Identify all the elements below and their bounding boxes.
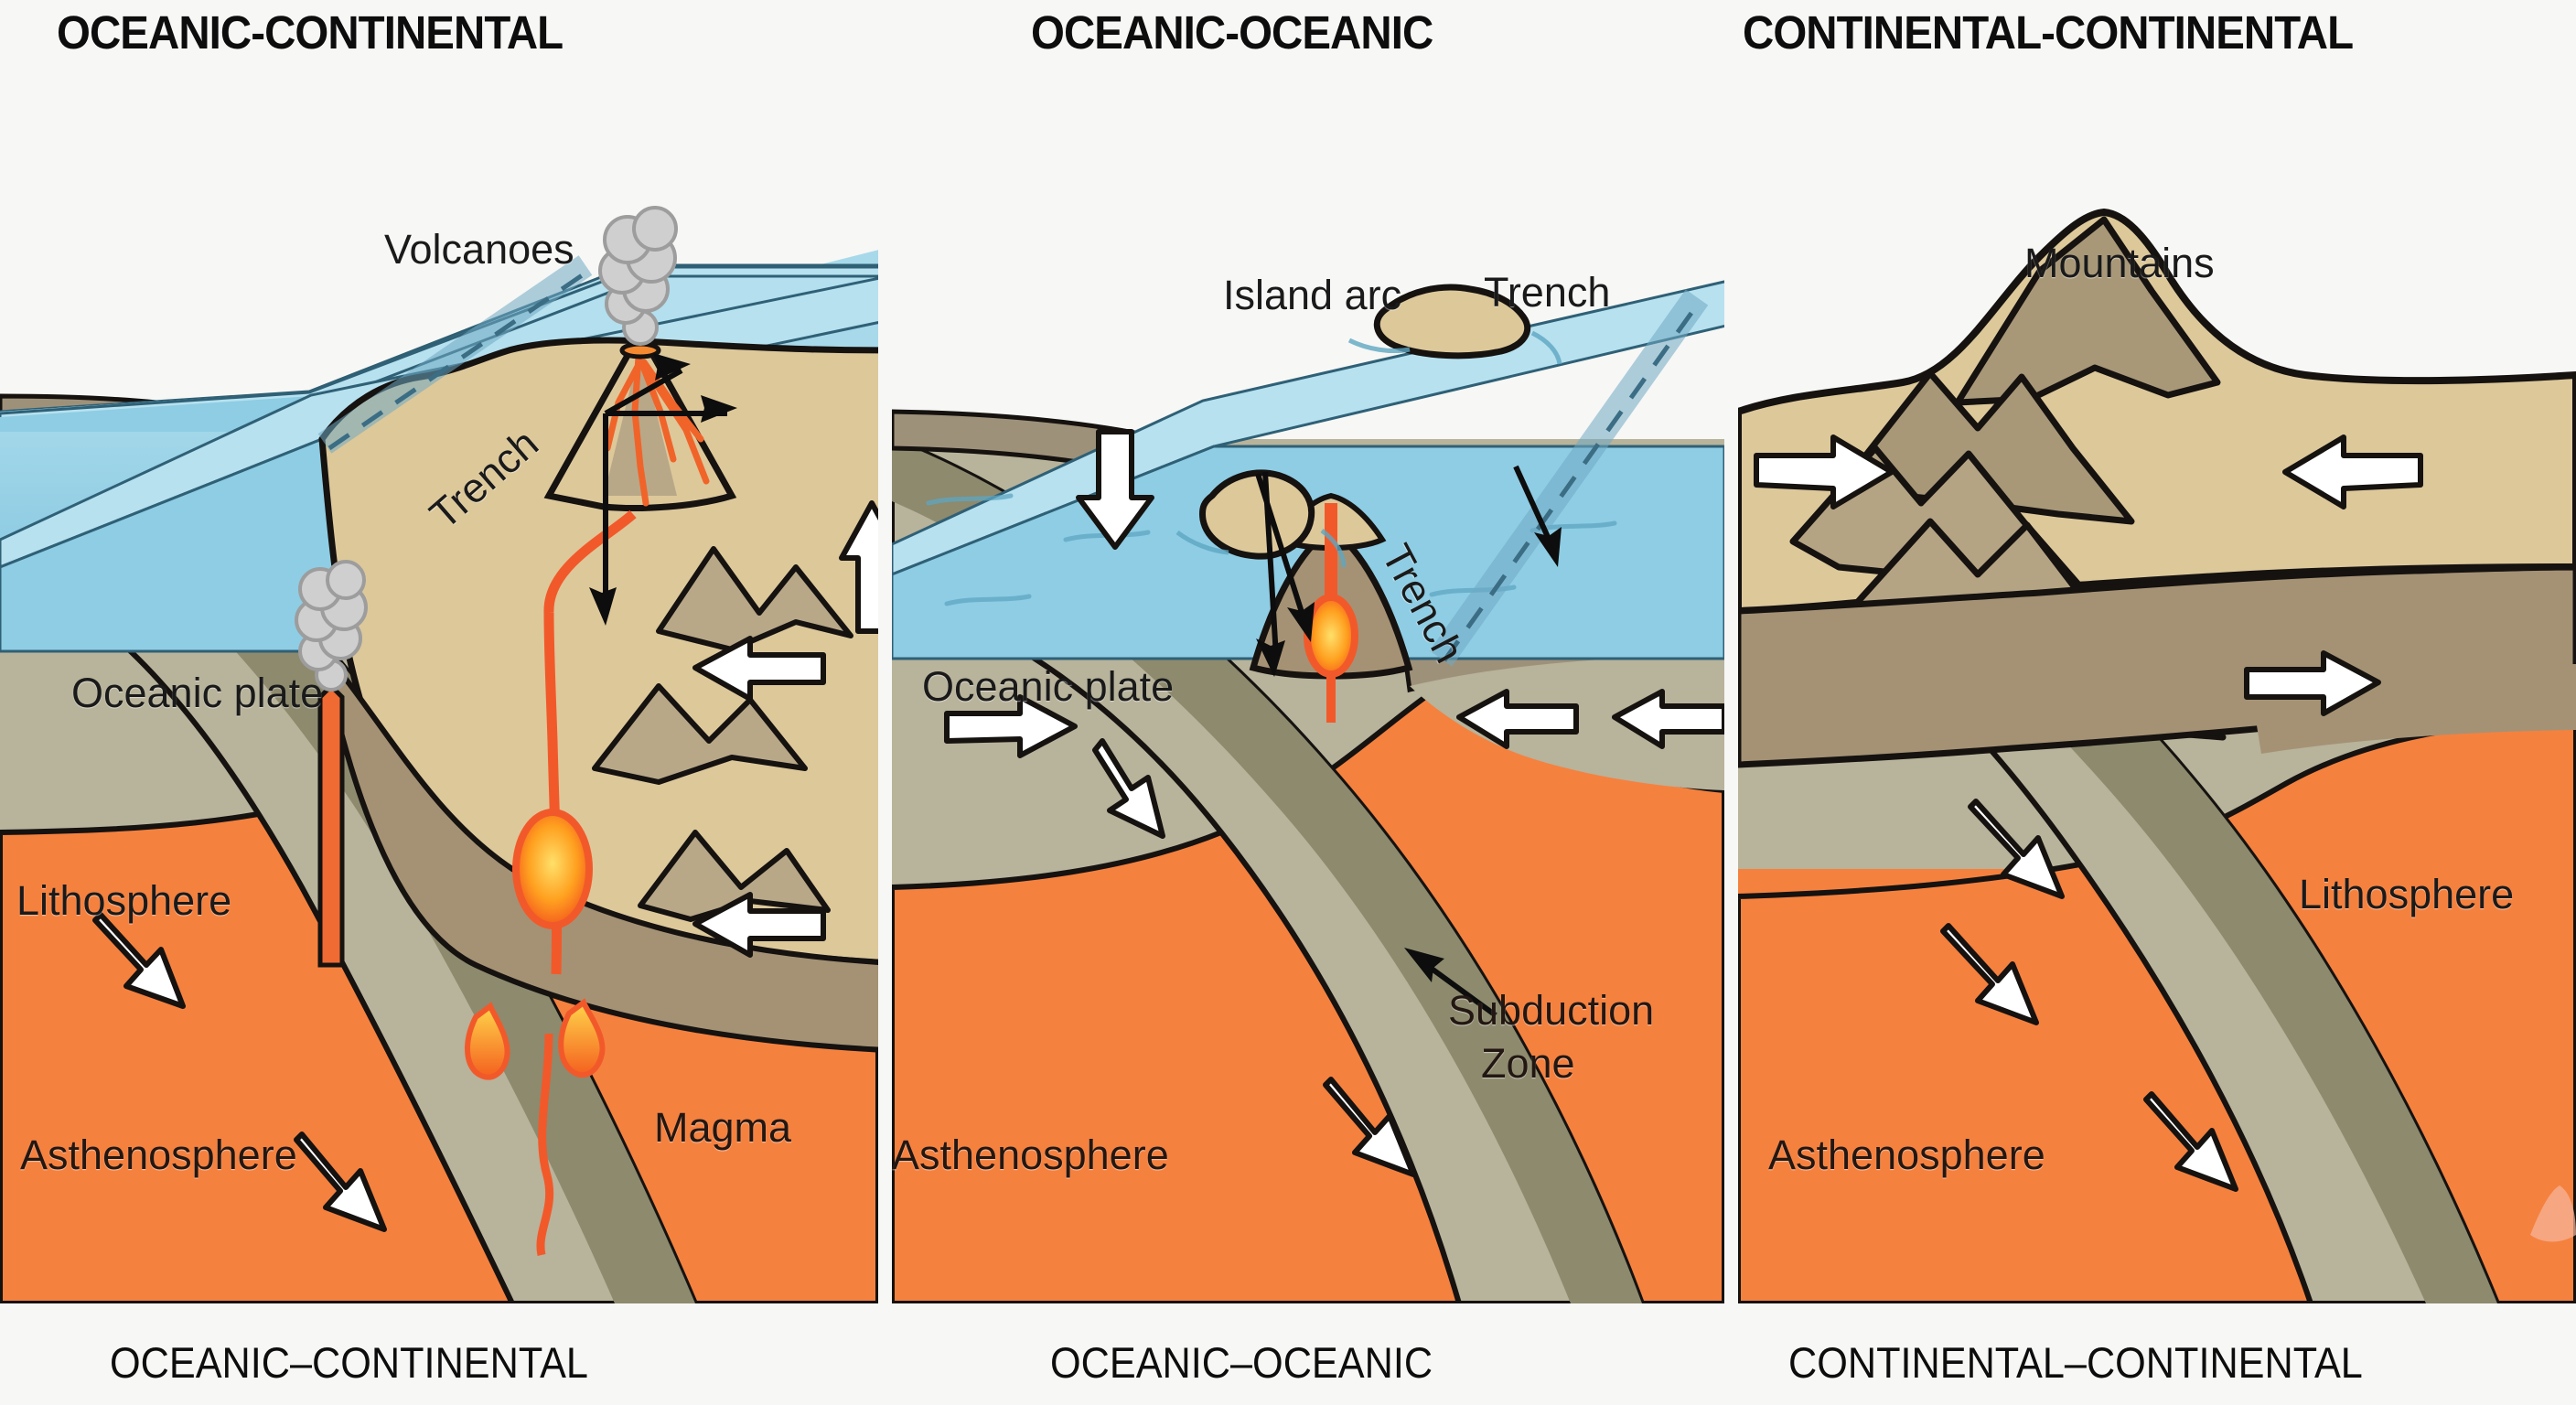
magma-feed [543, 509, 637, 614]
label-asthenosphere-p3: Asthenosphere [1768, 1132, 2045, 1178]
panel-2-illustration [892, 280, 1724, 1303]
slab-sink-arrow [2143, 1091, 2238, 1192]
island-ripples [1175, 330, 1562, 568]
magma-blob-1 [465, 1002, 510, 1080]
trench-dashed-line [327, 267, 592, 451]
slab-sink-arrow [1323, 1077, 1416, 1177]
magma-conduit-lower [536, 1033, 554, 1256]
label-island-arc: Island arc [1223, 272, 1402, 318]
arrowhead-island-1 [1287, 602, 1315, 642]
arrowhead-island-2 [1256, 638, 1285, 677]
label-lithosphere-p3: Lithosphere [2299, 871, 2515, 917]
upper-crust-push-arrow [2244, 650, 2381, 716]
left-plate-push-arrow [944, 694, 1078, 758]
fumarole-vent [317, 682, 345, 968]
magma-chamber [1304, 594, 1358, 678]
trench-dashed-line [1442, 298, 1703, 662]
arrowhead-trench [589, 587, 617, 626]
label-mountains: Mountains [2024, 240, 2215, 286]
volcano-shade [604, 366, 677, 496]
motion-arrows [1754, 434, 2423, 1192]
motion-arrows [944, 429, 1724, 1177]
continent-push-arrow [692, 636, 826, 702]
panel-title-oceanic-continental: OCEANIC-CONTINENTAL [57, 6, 564, 59]
panel-title-oceanic-oceanic: OCEANIC-OCEANIC [1031, 6, 1433, 59]
right-plate-push-arrow2 [1612, 689, 1724, 749]
label-subduction-zone-line2: Zone [1481, 1040, 1575, 1087]
left-plate-sink-arrow [1092, 738, 1165, 839]
caption-continental-continental: CONTINENTAL–CONTINENTAL [1788, 1338, 2363, 1387]
trench-groove [1429, 289, 1709, 667]
continent-uplift-arrow [839, 500, 878, 634]
label-magma: Magma [654, 1104, 792, 1151]
label-trench-p2: Trench [1484, 269, 1611, 316]
crust-collide-arrow [1968, 799, 2065, 899]
slab-sink-arrow [294, 1132, 387, 1232]
caption-oceanic-oceanic: OCEANIC–OCEANIC [1050, 1338, 1433, 1387]
label-lithosphere-p1: Lithosphere [16, 877, 232, 924]
arrowhead-volcano-lower [653, 353, 691, 381]
panel-oceanic-oceanic [892, 137, 1724, 1303]
lithosphere-push-arrow [692, 892, 826, 958]
label-subduction-zone-line1: Subduction [1448, 987, 1655, 1034]
slab-crust-stripe [0, 428, 695, 1303]
arrowhead-trench-p2 [1534, 527, 1562, 567]
island-arc-island-2 [1199, 469, 1315, 560]
magma-blob-2 [558, 998, 606, 1078]
motion-arrows [92, 500, 878, 1232]
left-surface-push-arrow [1754, 434, 1894, 509]
panel-title-continental-continental: CONTINENTAL-CONTINENTAL [1743, 6, 2354, 59]
label-volcanoes: Volcanoes [384, 226, 574, 273]
right-surface-push-arrow [2282, 434, 2423, 509]
magma-chamber [512, 809, 593, 929]
surface-down-arrow [1076, 429, 1154, 550]
label-asthenosphere-p2: Asthenosphere [892, 1132, 1169, 1178]
trench-groove [317, 255, 593, 454]
continental-landmass [318, 337, 878, 966]
fumarole-smoke [295, 560, 368, 692]
volcano-crater [619, 341, 661, 359]
caption-oceanic-continental: OCEANIC–CONTINENTAL [110, 1338, 588, 1387]
panel-continental-continental [1738, 137, 2576, 1303]
arrowhead-subduction-zone [1404, 948, 1444, 982]
lithosphere-collide-arrow [1940, 923, 2039, 1025]
island-arc-island-1 [1373, 284, 1531, 359]
label-oceanic-plate-p1: Oceanic plate [71, 670, 324, 716]
label-asthenosphere-p1: Asthenosphere [20, 1132, 297, 1178]
volcano-leader-heads [589, 353, 737, 626]
panel-oceanic-continental [0, 137, 878, 1303]
lava-streaks [604, 353, 710, 507]
arrowhead-volcano-top [701, 395, 737, 423]
annotation-heads [1256, 527, 1562, 982]
oceanic-push-arrow [92, 912, 186, 1009]
panel-3-illustration [1738, 208, 2576, 1303]
volcano-smoke [598, 206, 678, 346]
label-oceanic-plate-p2: Oceanic plate [922, 663, 1175, 710]
right-plate-push-arrow [1456, 689, 1579, 749]
panel-1-illustration [0, 206, 878, 1303]
continent-mountains [592, 546, 853, 922]
decorative-mark [2530, 1185, 2576, 1242]
